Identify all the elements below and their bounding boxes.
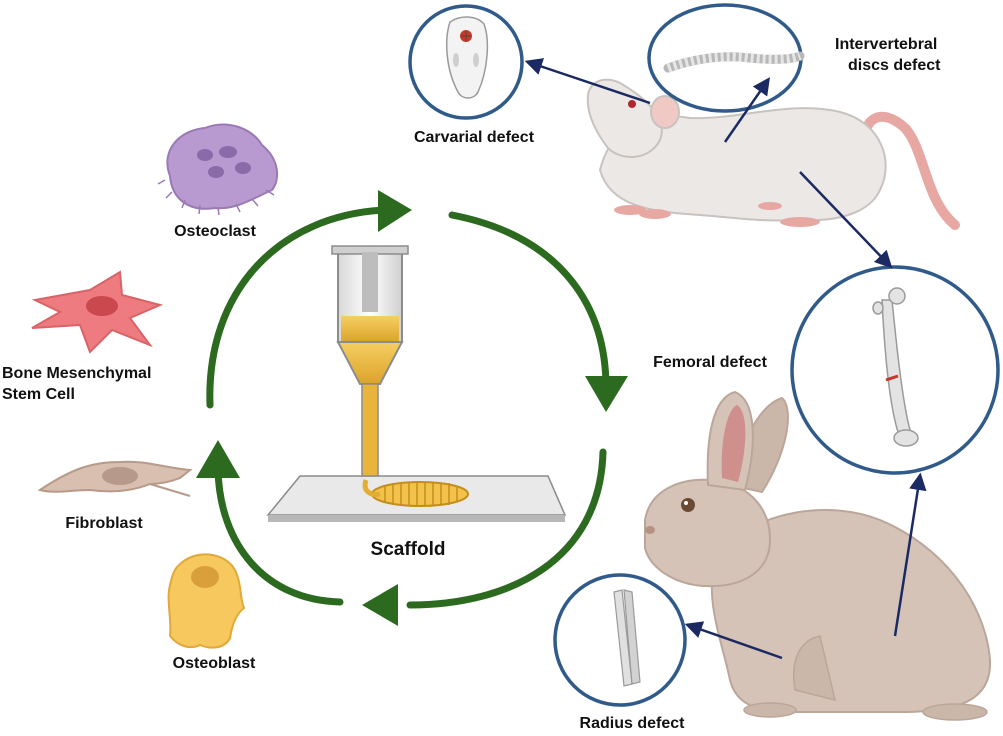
rat-eye — [628, 100, 636, 108]
rat-ear — [650, 95, 680, 129]
fibroblast-cell — [37, 460, 193, 497]
arrowhead-bottom — [362, 584, 398, 626]
rat-illustration — [586, 78, 960, 230]
bioprinter: Scaffold — [266, 245, 567, 560]
label-radius-defect: Radius defect — [580, 715, 686, 731]
label-bmsc-line2: Stem Cell — [2, 386, 75, 403]
label-osteoblast: Osteoblast — [173, 655, 256, 672]
label-intervertebral-line2: discs defect — [848, 57, 941, 74]
rat-body — [598, 107, 887, 222]
skull-icon — [445, 16, 489, 99]
arrowhead-right — [585, 376, 628, 412]
rat-head — [586, 78, 663, 159]
arrowhead-left — [196, 440, 240, 478]
label-osteoclast: Osteoclast — [174, 223, 256, 240]
printed-scaffold — [371, 481, 469, 507]
femur-icon — [872, 287, 919, 447]
label-femoral-defect: Femoral defect — [653, 354, 767, 371]
label-bmsc-line1: Bone Mesenchymal — [2, 365, 151, 382]
cycle-arrows — [206, 206, 610, 609]
arrow-to-radius — [684, 621, 783, 660]
spine-icon — [663, 51, 805, 73]
arrow-rabbit-to-femoral — [893, 472, 927, 637]
cycle-arrow-bottom-left — [214, 466, 344, 606]
arrowhead-top — [378, 190, 412, 232]
rabbit-head — [644, 478, 772, 588]
osteoblast-cell — [167, 553, 246, 649]
arrow-to-carvarial — [524, 58, 651, 105]
pointer-arrows — [524, 58, 927, 660]
arrow-to-femoral — [799, 171, 893, 269]
arrow-to-intervertebral — [723, 77, 770, 143]
rabbit-illustration — [644, 390, 992, 721]
rabbit-eye — [681, 498, 695, 512]
bmsc-cell — [31, 270, 164, 354]
syringe-cone — [336, 341, 404, 385]
cycle-arrowheads — [196, 190, 628, 626]
radius-bone-icon — [613, 589, 641, 687]
cycle-arrow-top-left — [206, 206, 389, 409]
label-fibroblast: Fibroblast — [65, 515, 143, 532]
rabbit-body — [710, 509, 992, 713]
syringe-needle — [361, 383, 379, 477]
cycle-arrow-top-right — [448, 211, 610, 389]
label-carvarial-defect: Carvarial defect — [414, 129, 535, 146]
scaffold-label: Scaffold — [371, 539, 446, 560]
osteoclast-cell — [157, 123, 279, 216]
cycle-arrow-bottom-right — [406, 448, 607, 609]
label-intervertebral-line1: Intervertebral — [835, 36, 937, 53]
